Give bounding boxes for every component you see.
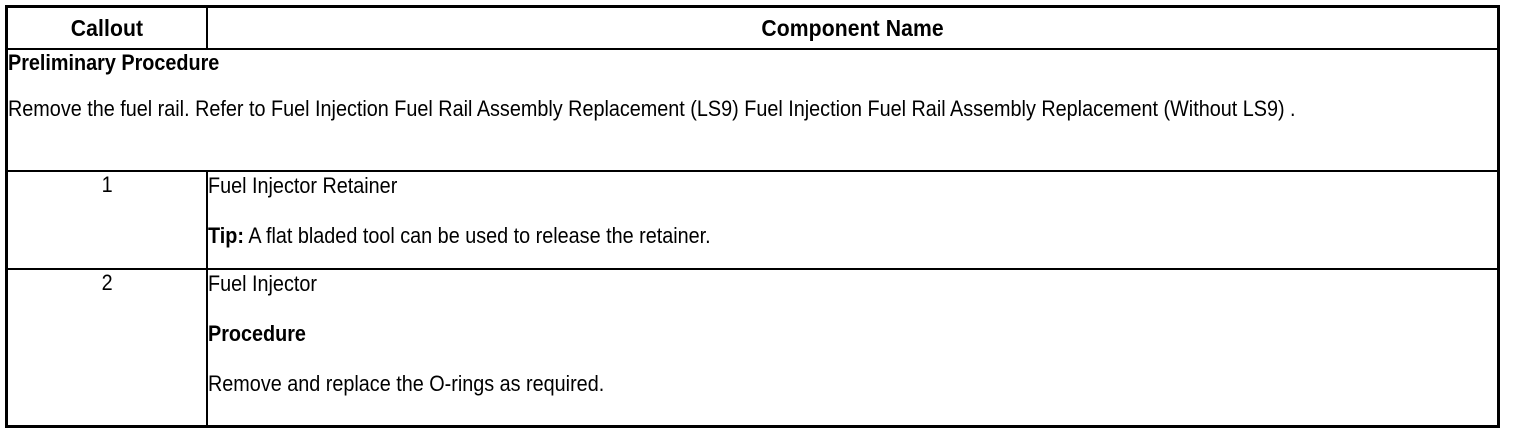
component-table-container: Callout Component Name Preliminary Proce… [5, 5, 1500, 428]
table-row: 1 Fuel Injector Retainer Tip: A flat bla… [5, 170, 1500, 270]
component-description-cell-1: Fuel Injector Retainer Tip: A flat blade… [205, 170, 1500, 270]
callout-number-1: 1 [101, 172, 113, 197]
component-name-2: Fuel Injector [207, 271, 317, 296]
procedure-text-2: Remove and replace the O-rings as requir… [207, 371, 605, 396]
preliminary-procedure-title: Preliminary Procedure [8, 50, 220, 75]
table-header-row: Callout Component Name [5, 5, 1500, 50]
preliminary-procedure-cell: Preliminary Procedure Remove the fuel ra… [5, 48, 1500, 172]
procedure-heading-2: Procedure [207, 321, 306, 346]
tip-label-1: Tip: [207, 223, 244, 248]
callout-number-2: 2 [101, 270, 113, 295]
callout-number-cell-1: 1 [5, 170, 208, 270]
preliminary-procedure-row: Preliminary Procedure Remove the fuel ra… [5, 48, 1500, 172]
component-name-1: Fuel Injector Retainer [207, 173, 398, 198]
column-header-callout: Callout [5, 5, 208, 50]
tip-text-1: A flat bladed tool can be used to releas… [243, 223, 711, 248]
column-header-component-name-label: Component Name [761, 14, 944, 41]
column-header-callout-label: Callout [70, 14, 144, 41]
preliminary-procedure-body: Remove the fuel rail. Refer to Fuel Inje… [8, 96, 1296, 121]
callout-number-cell-2: 2 [5, 268, 208, 428]
component-name-table: Callout Component Name Preliminary Proce… [5, 5, 1500, 428]
table-row: 2 Fuel Injector Procedure Remove and rep… [5, 268, 1500, 428]
column-header-component-name: Component Name [205, 5, 1500, 50]
component-description-cell-2: Fuel Injector Procedure Remove and repla… [205, 268, 1500, 428]
component-tip-1: Tip: A flat bladed tool can be used to r… [208, 222, 1498, 249]
